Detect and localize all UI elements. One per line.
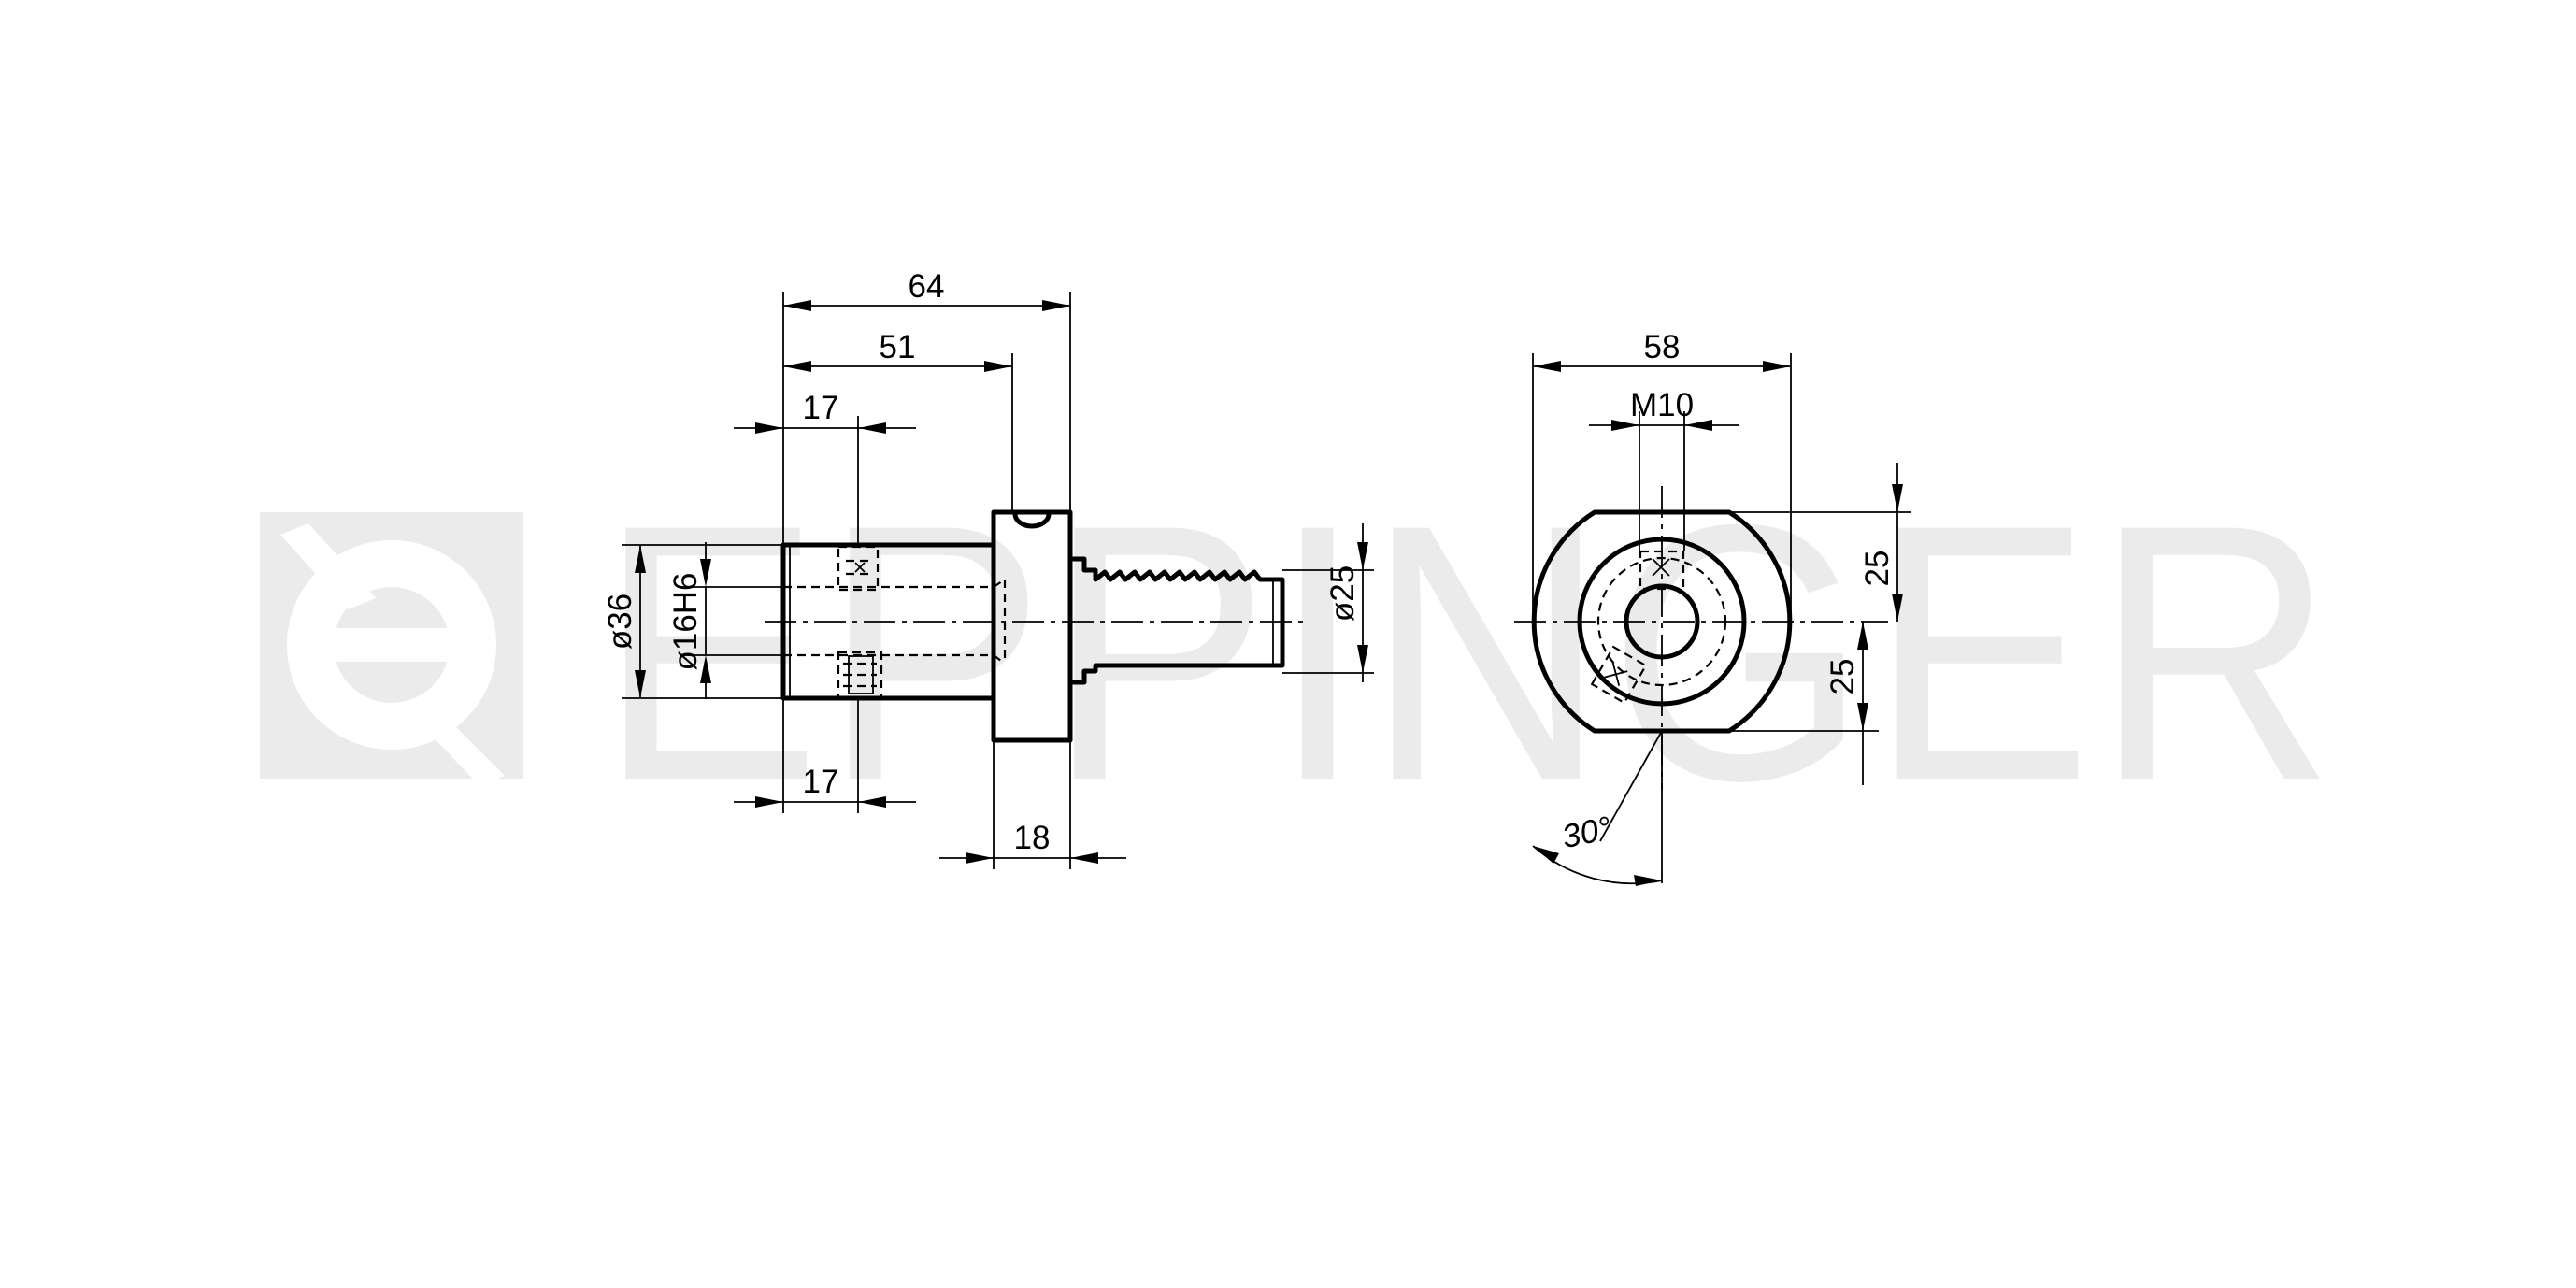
dim-screw-offset-top: 17 (734, 390, 916, 434)
dim-front-width-label: 58 (1644, 329, 1681, 365)
dim-flange-width: 18 (939, 820, 1126, 864)
dim-shank-diameter: ø25 (1324, 523, 1368, 682)
dim-bore-diameter: ø16H6 (667, 542, 711, 699)
dim-shank-diameter-label: ø25 (1324, 565, 1361, 622)
dim-body-diameter: ø36 (602, 545, 646, 698)
body-circle (1577, 537, 1747, 707)
clamp-screw-bottom (837, 651, 883, 699)
side-view-extension-lines (622, 292, 1374, 869)
tool-holder-flange (991, 509, 1073, 743)
flange-notch (1012, 513, 1052, 529)
dim-thread: M10 (1589, 387, 1739, 431)
bore-circle (1624, 583, 1700, 660)
watermark-brand-text: EPPINGER (598, 449, 2337, 856)
front-clamp-screw-top (1639, 550, 1685, 591)
tool-holder-shank (1070, 556, 1285, 685)
dim-front-width: 58 (1533, 329, 1791, 372)
side-view: 64 51 17 17 18 (602, 268, 1374, 869)
dim-screw-offset-bottom-label: 17 (803, 764, 839, 800)
dim-upper-height: 25 (1859, 463, 1903, 622)
dim-lower-height-label: 25 (1825, 659, 1861, 695)
dim-flange-width-label: 18 (1014, 820, 1051, 856)
dim-body-diameter-label: ø36 (602, 594, 638, 650)
dim-screw-offset-top-label: 17 (803, 390, 839, 426)
dim-bore-diameter-label: ø16H6 (667, 572, 704, 670)
dim-overall-length: 64 (783, 268, 1070, 311)
dim-screw-offset-bottom: 17 (734, 764, 916, 808)
dim-thread-label: M10 (1630, 387, 1694, 423)
front-clamp-screw-angled (1590, 645, 1648, 705)
front-view-extension-lines (1532, 353, 1911, 883)
bore-circle-hidden (1596, 556, 1727, 687)
dim-body-length: 51 (783, 329, 1012, 372)
dim-body-length-label: 51 (880, 329, 916, 365)
dim-upper-height-label: 25 (1859, 551, 1896, 587)
dim-overall-length-label: 64 (909, 268, 945, 305)
clamp-screw-top (837, 545, 880, 592)
dim-lower-height: 25 (1825, 622, 1868, 785)
front-view: 58 M10 25 25 30° (1514, 329, 1911, 886)
eppinger-watermark: EPPINGER (260, 449, 2337, 856)
watermark-logo-mark (280, 523, 505, 785)
